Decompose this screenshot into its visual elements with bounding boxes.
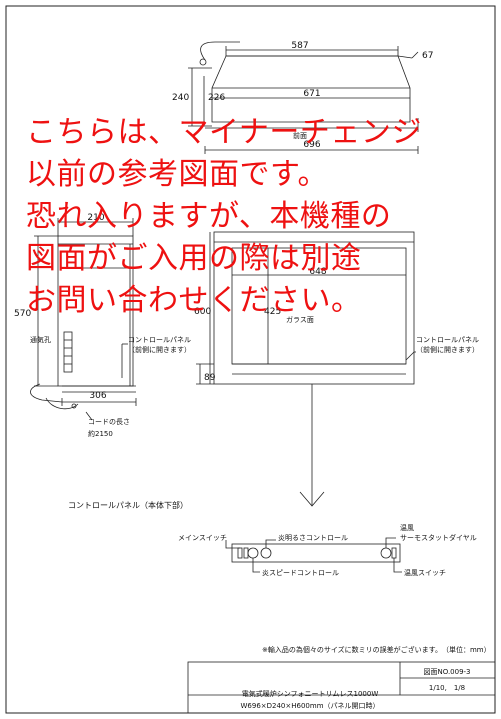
product-name: 電気式暖炉シンフォニートリムレス1000W bbox=[242, 689, 379, 698]
glass-face-label: ガラス面 bbox=[286, 315, 314, 324]
thermostat-dial-label: サーモスタットダイヤル bbox=[400, 533, 477, 542]
front-view bbox=[196, 231, 416, 507]
control-panel-right-label: コントロールパネル bbox=[416, 336, 479, 344]
drawing-scale: 1/10, 1/8 bbox=[429, 684, 465, 692]
control-panel-detail bbox=[225, 537, 402, 573]
warm-air-switch-label: 温風スイッチ bbox=[404, 568, 446, 577]
vent-hole-label: 通気孔 bbox=[30, 335, 51, 344]
drawing-number: 図面NO.009-3 bbox=[423, 668, 470, 676]
title-block bbox=[187, 661, 496, 714]
dim-89: 89 bbox=[204, 373, 216, 383]
notice-line: こちらは、マイナーチェンジ bbox=[26, 115, 422, 150]
top-view bbox=[188, 41, 419, 154]
notice-line: 以前の参考図面です。 bbox=[26, 157, 328, 192]
dim-67: 67 bbox=[422, 51, 433, 61]
notice-line: 図面がご入用の際は別途 bbox=[26, 241, 362, 276]
dim-648: 648 bbox=[309, 267, 326, 277]
control-panel-left-label: コントロールパネル bbox=[128, 336, 191, 344]
dim-425: 425 bbox=[264, 307, 281, 317]
dim-240: 240 bbox=[172, 93, 189, 103]
dim-696: 696 bbox=[303, 140, 320, 150]
dim-587: 587 bbox=[291, 41, 308, 51]
dim-210: 210 bbox=[87, 213, 104, 223]
dim-226: 226 bbox=[208, 93, 225, 103]
control-panel-left-note: （前側に開きます） bbox=[128, 345, 191, 354]
control-panel-right-note: （前側に開きます） bbox=[416, 345, 479, 354]
product-size: W696×D240×H600mm（パネル開口時） bbox=[240, 702, 379, 710]
footer-note: ※輸入品の為個々のサイズに数ミリの誤差がございます。 （単位：mm） bbox=[262, 645, 491, 654]
dim-671: 671 bbox=[303, 89, 320, 99]
control-panel-bottom-title: コントロールパネル（本体下部） bbox=[68, 500, 188, 510]
dim-570: 570 bbox=[14, 309, 31, 319]
flame-speed-label: 炎スピードコントロール bbox=[262, 569, 339, 577]
main-switch-label: メインスイッチ bbox=[178, 534, 227, 542]
front-label: 前面 bbox=[293, 131, 307, 140]
minor-change-notice: こちらは、マイナーチェンジ 以前の参考図面です。 恐れ入りますが、本機種の 図面… bbox=[26, 112, 496, 322]
notice-line: 恐れ入りますが、本機種の bbox=[26, 199, 392, 234]
flame-brightness-label: 炎明るさコントロール bbox=[278, 534, 348, 542]
dim-306: 306 bbox=[89, 391, 106, 401]
notice-line: お問い合わせください。 bbox=[26, 283, 362, 318]
dim-600: 600 bbox=[194, 307, 211, 317]
cord-length-value: 約2150 bbox=[88, 429, 113, 438]
cord-length-label: コードの長さ bbox=[88, 418, 130, 426]
side-view bbox=[30, 218, 137, 421]
warm-air-label: 温風 bbox=[400, 523, 414, 532]
